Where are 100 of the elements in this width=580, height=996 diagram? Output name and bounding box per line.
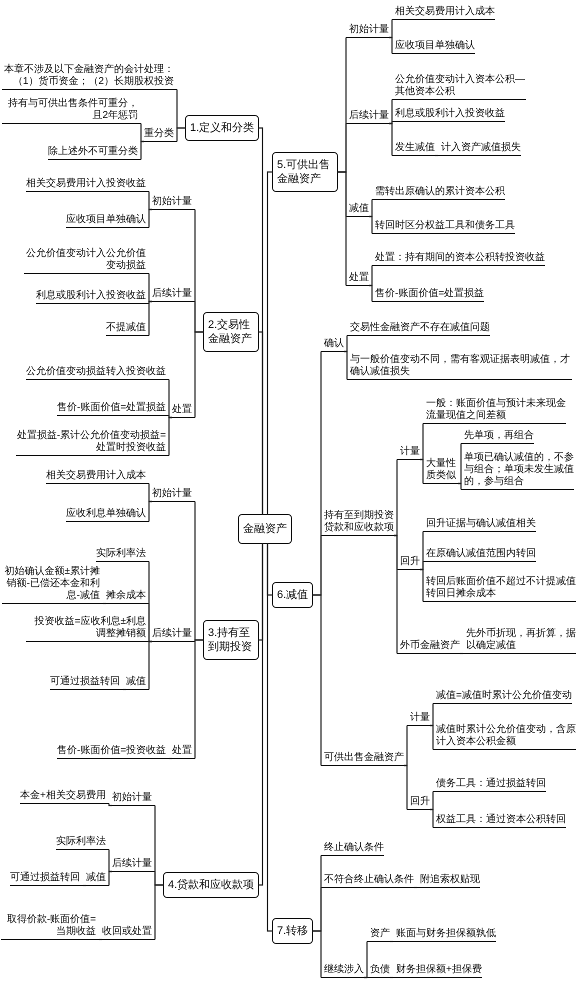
connector-line (148, 300, 152, 336)
branch-label: 回升 (397, 556, 420, 570)
branch-label: 售价-账面价值=投资收益 (57, 745, 170, 759)
topic-box: 7.转移 (272, 918, 314, 944)
branch-label: 回升 (407, 796, 430, 810)
branch-label: 应收项目单独确认 (66, 214, 149, 228)
connector-line (102, 602, 106, 604)
branch-label: 减值 (86, 872, 109, 886)
connector-line (148, 500, 152, 522)
branch-label: 减值时累计公允价值变动，含原计入资本公积金额 (433, 724, 576, 750)
branch-label: 本金+相关交易费用 (20, 790, 109, 804)
connector-line (344, 350, 348, 380)
branch-label: 先单项，再组合 (461, 430, 534, 444)
topic-box: 5.可供出售金融资产 (272, 152, 338, 192)
branch-label: 交易性金融资产不存在减值问题 (347, 322, 490, 336)
connector-line (108, 850, 112, 872)
branch-label: 计量 (407, 712, 430, 726)
connector-line (98, 938, 102, 940)
branch-label: 与一般价值变动不同，需有客观证据表明减值，才确认减值损失 (347, 354, 572, 380)
branch-label: 发生减值 (392, 142, 435, 156)
connector-line (430, 808, 434, 828)
branch-label: 除上述外不可重分类 (48, 146, 141, 160)
connector-line (430, 792, 434, 810)
branch-label: 终止确认条件 (321, 842, 384, 856)
connector-line (394, 534, 398, 654)
branch-label: 继续涉入 (321, 964, 364, 978)
branch-label: 减值 (126, 676, 149, 690)
connector-line (140, 140, 144, 160)
connector-line (259, 331, 264, 514)
connector-line (176, 127, 185, 142)
branch-label: 后续计量 (152, 288, 195, 302)
branch-label: 附追索权贴现 (417, 874, 480, 888)
branch-label: 转回时区分权益工具和债务工具 (372, 220, 515, 234)
branch-label: 处置损益-累计公允价值变动损益=处置时投资收益 (16, 430, 169, 456)
connector-line (435, 154, 439, 156)
branch-label: 初始计量 (152, 488, 195, 502)
branch-label: 持有与可供出售条件可重分，且2年惩罚 (2, 98, 141, 124)
branch-label: 需转出原确认的累计资本公积 (372, 186, 505, 200)
connector-line (389, 36, 393, 54)
connector-line (430, 724, 434, 750)
label-text: 持有至到期投资 (324, 510, 394, 522)
connector-line (460, 652, 464, 654)
label-text: 贷款和应收款项 (324, 522, 394, 534)
branch-label: 减值 (346, 203, 369, 217)
branch-label: 售价-账面价值=处置损益 (57, 402, 170, 416)
connector-line (389, 20, 393, 38)
connector-line (420, 562, 424, 570)
topic-box: 1.定义和分类 (185, 115, 260, 141)
connector-line (430, 704, 434, 726)
connector-line (148, 208, 152, 228)
connector-line (338, 171, 347, 286)
branch-label: 初始计量 (346, 24, 389, 38)
connector-line (168, 380, 172, 418)
branch-label: 单项已确认减值的，不参与组合；单项未发生减值的，参与组合 (461, 452, 574, 490)
branch-label: 相关交易费用计入成本 (392, 6, 495, 20)
connector-line (148, 604, 152, 642)
topic-box: 6.减值 (272, 582, 314, 608)
branch-label: 财务担保额+担保费 (393, 964, 482, 978)
branch-label: 重分类 (144, 128, 177, 142)
branch-label: 初始确认金额±累计摊销额-已偿还本金和利息-减值 (2, 566, 103, 604)
connector-line (148, 192, 152, 210)
connector-line (390, 940, 394, 942)
connector-line (369, 266, 373, 286)
branch-label: 相关交易费用计入投资收益 (26, 178, 149, 192)
branch-label: 可通过损益转回 (50, 676, 123, 690)
branch-label: 处置 (346, 272, 369, 286)
connector-line (122, 688, 126, 690)
connector-line (369, 216, 373, 234)
branch-label: 本章不涉及以下金融资产的会计处理：（1）货币资金；（2）长期股权投资 (2, 64, 177, 90)
connector-line (364, 942, 368, 978)
branch-label: 应收项目单独确认 (392, 40, 475, 54)
connector-line (420, 568, 424, 602)
branch-label: 处置 (172, 404, 195, 418)
connector-line (154, 884, 163, 940)
connector-line (82, 884, 86, 886)
connector-line (458, 482, 462, 490)
connector-line (258, 544, 264, 886)
connector-line (390, 976, 394, 978)
connector-line (148, 484, 152, 502)
branch-label: 权益工具：通过资本公积转回 (433, 814, 566, 828)
connector-line (266, 171, 272, 514)
branch-label: 公允价值变动计入公允价值变动损益 (24, 248, 149, 274)
branch-label: 债务工具：通过损益转回 (433, 778, 546, 792)
topic-box: 4.贷款和应收款项 (163, 872, 260, 898)
connector-line (168, 758, 172, 760)
branch-label: 可通过损益转回 (10, 872, 83, 886)
branch-label: 减值=减值时累计公允价值变动 (433, 690, 572, 704)
connector-line (389, 122, 393, 124)
branch-label: 计入资产减值损失 (438, 142, 521, 156)
branch-label: 后续计量 (112, 858, 155, 872)
branch-label: 负债 (367, 964, 390, 978)
branch-label: 可供出售金融资产 (321, 752, 404, 766)
branch-label: 处置 (172, 745, 195, 759)
branch-label: 投资收益=应收利息±利息调整摊销额 (26, 616, 149, 642)
connector-line (369, 284, 373, 302)
branch-label: 账面与财务担保额孰低 (393, 928, 496, 942)
branch-label: 初始计量 (152, 196, 195, 210)
connector-line (364, 976, 368, 978)
connector-line (389, 122, 393, 156)
connector-line (458, 444, 462, 484)
